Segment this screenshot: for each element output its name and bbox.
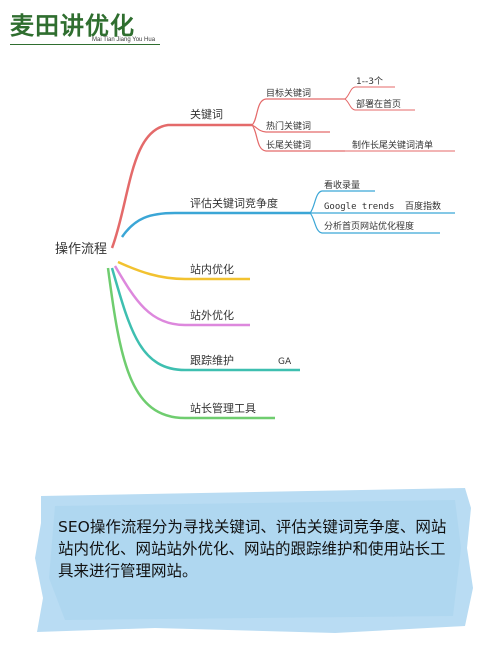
branch-label-competition: 评估关键词竞争度	[190, 196, 278, 210]
link-count	[344, 86, 395, 100]
logo-subtitle: Mai Tian Jiang You Hua	[92, 37, 156, 43]
caption-background	[35, 488, 473, 633]
leaf-index-count: 看收录量	[324, 179, 360, 191]
branch-label-tracking: 跟踪维护	[190, 353, 234, 367]
leaf-homepage: 部署在首页	[356, 98, 401, 110]
branch-line-tracking	[110, 267, 300, 372]
branch-label-onsite: 站内优化	[190, 262, 234, 276]
branch-label-offsite: 站外优化	[190, 308, 234, 322]
leaf-homepage-analysis: 分析首页网站优化程度	[324, 220, 414, 232]
leaf-google-trends: Google trends	[324, 202, 394, 212]
branch-line-tools	[106, 267, 275, 420]
logo-title: 麦田讲优化	[10, 11, 135, 40]
logo-underline	[10, 44, 160, 45]
link-homepage	[344, 98, 415, 111]
node-longtail-keywords: 长尾关键词	[266, 139, 311, 151]
leaf-longtail-list: 制作长尾关键词清单	[352, 139, 433, 151]
leaf-ga: GA	[278, 357, 292, 367]
link-longtail-keywords	[251, 124, 345, 152]
root-node: 操作流程	[55, 241, 107, 257]
link-hot-keywords	[251, 124, 330, 133]
branch-label-keywords: 关键词	[190, 107, 223, 121]
mind-map: 操作流程 关键词 目标关键词 热门关键词 长尾关键词 1--3个 部署在首页 制…	[55, 76, 455, 420]
branch-line-offsite	[113, 265, 250, 327]
logo: 麦田讲优化 Mai Tian Jiang You Hua	[10, 6, 160, 46]
link-target-keywords	[251, 98, 345, 126]
leaf-count: 1--3个	[356, 76, 383, 87]
link-analysis	[309, 212, 440, 234]
leaf-baidu-index: 百度指数	[405, 200, 441, 212]
branch-label-tools: 站长管理工具	[190, 401, 256, 415]
branch-line-keywords	[110, 123, 252, 249]
branch-line-competition	[120, 211, 310, 238]
caption-text: SEO操作流程分为寻找关键词、评估关键词竞争度、网站站内优化、网站站外优化、网站…	[58, 518, 447, 580]
branch-line-onsite	[117, 260, 250, 281]
node-target-keywords: 目标关键词	[266, 87, 311, 99]
link-index-count	[309, 190, 375, 214]
node-hot-keywords: 热门关键词	[266, 120, 311, 132]
